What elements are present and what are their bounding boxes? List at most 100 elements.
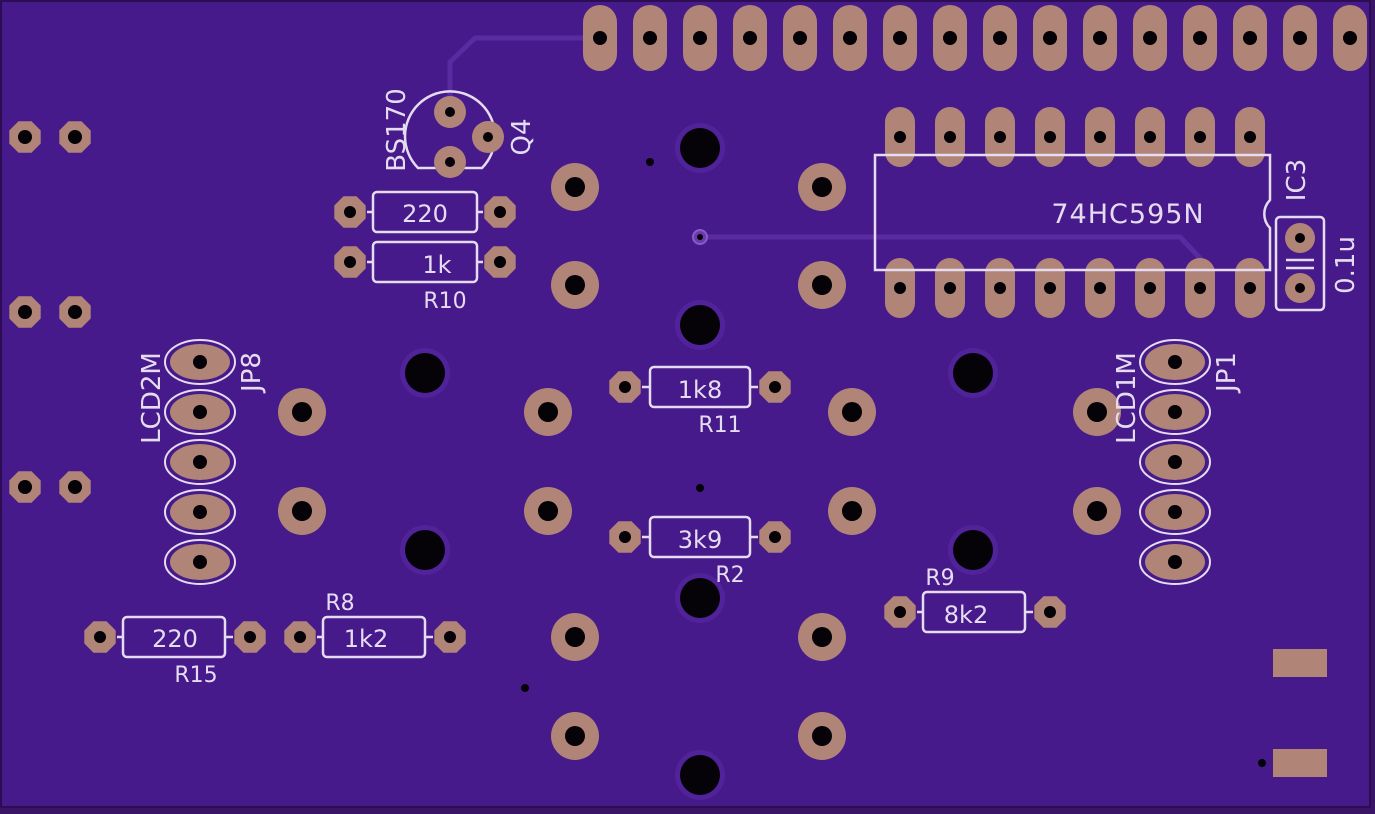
resistor-body xyxy=(648,515,752,559)
resistor-hole xyxy=(344,206,356,218)
ic3-name-label: IC3 xyxy=(1282,159,1312,201)
mount-hole xyxy=(953,353,993,393)
switch-pads xyxy=(278,163,1121,760)
header-hole xyxy=(943,31,957,45)
jp-hole xyxy=(1168,555,1182,569)
edge-hole xyxy=(18,305,32,319)
resistors xyxy=(84,190,1066,659)
ic3-hole xyxy=(994,131,1006,143)
jp-hole xyxy=(1168,405,1182,419)
mount-hole xyxy=(953,530,993,570)
switch-hole xyxy=(1087,501,1107,521)
jp-hole xyxy=(193,505,207,519)
resistor-body xyxy=(321,615,427,659)
resistor-hole xyxy=(619,381,631,393)
resistor-body xyxy=(921,590,1027,634)
ic3-hole xyxy=(894,282,906,294)
switch-hole xyxy=(538,402,558,422)
resistor-value-220-top: 220 xyxy=(402,200,448,228)
jp-outline xyxy=(1139,489,1211,535)
resistor-hole xyxy=(894,606,906,618)
header-hole xyxy=(643,31,657,45)
header-hole xyxy=(993,31,1007,45)
mount-hole xyxy=(680,305,720,345)
r15-label: R15 xyxy=(174,663,217,688)
jp8-label: JP8 xyxy=(237,352,267,394)
smd-pad-bottom xyxy=(1273,749,1327,777)
pin-header-top xyxy=(583,5,1367,71)
r2-label: R2 xyxy=(715,563,744,588)
q4-name-label: Q4 xyxy=(507,118,537,155)
jp-outline xyxy=(1139,339,1211,385)
capacitor-hole-1 xyxy=(1295,233,1305,243)
header-hole xyxy=(743,31,757,45)
switch-hole xyxy=(812,726,832,746)
jp-hole xyxy=(193,455,207,469)
switch-hole xyxy=(565,275,585,295)
switch-hole xyxy=(565,627,585,647)
q4-part-label: BS170 xyxy=(382,88,412,172)
mount-hole xyxy=(680,578,720,618)
switch-hole xyxy=(292,402,312,422)
resistor-hole xyxy=(344,256,356,268)
lcd1m-label: LCD1M xyxy=(1112,352,1142,444)
switch-hole xyxy=(812,627,832,647)
jp-outline xyxy=(164,339,236,385)
header-hole xyxy=(793,31,807,45)
ic3-hole xyxy=(1094,131,1106,143)
ic3-hole xyxy=(1194,131,1206,143)
ic3-hole xyxy=(1044,131,1056,143)
q4-pads xyxy=(434,96,504,178)
resistor-body xyxy=(121,615,227,659)
jp-hole xyxy=(193,555,207,569)
resistor-hole xyxy=(94,631,106,643)
ic3-hole xyxy=(944,131,956,143)
resistor-value-220-bottom: 220 xyxy=(152,625,198,653)
resistor-value-8k2: 8k2 xyxy=(944,601,988,629)
edge-hole xyxy=(68,480,82,494)
resistor-body xyxy=(371,190,479,234)
r11-label: R11 xyxy=(698,413,741,438)
mount-hole xyxy=(680,128,720,168)
edge-hole xyxy=(68,130,82,144)
jp-outline xyxy=(1139,439,1211,485)
header-hole xyxy=(693,31,707,45)
capacitor-value-label: 0.1u xyxy=(1331,236,1361,294)
r8-label: R8 xyxy=(325,591,354,616)
edge-pads-left xyxy=(9,121,91,503)
ic3-hole xyxy=(1244,282,1256,294)
resistor-hole xyxy=(494,256,506,268)
switch-hole xyxy=(1087,402,1107,422)
r9-label: R9 xyxy=(925,566,954,591)
mount-hole xyxy=(405,530,445,570)
jp-outline xyxy=(164,389,236,435)
header-hole xyxy=(1093,31,1107,45)
resistor-value-1k2: 1k2 xyxy=(344,625,388,653)
jp-hole xyxy=(1168,355,1182,369)
edge-hole xyxy=(18,130,32,144)
lcd2m-label: LCD2M xyxy=(137,352,167,444)
jp-outline xyxy=(164,539,236,585)
jp8-header xyxy=(164,339,236,585)
ic3-hole xyxy=(1144,131,1156,143)
edge-hole xyxy=(18,480,32,494)
ic3-hole xyxy=(1144,282,1156,294)
ic3-hole xyxy=(1244,131,1256,143)
capacitor-hole-2 xyxy=(1295,283,1305,293)
header-hole xyxy=(1243,31,1257,45)
header-hole xyxy=(1043,31,1057,45)
header-hole xyxy=(1193,31,1207,45)
resistor-hole xyxy=(769,381,781,393)
switch-hole xyxy=(812,275,832,295)
jp-outline xyxy=(164,489,236,535)
ic3-hole xyxy=(894,131,906,143)
vias xyxy=(521,158,1266,767)
resistor-hole xyxy=(619,531,631,543)
resistor-hole xyxy=(244,631,256,643)
resistor-value-1k: 1k xyxy=(422,251,451,279)
resistor-body xyxy=(648,365,752,409)
jp1-label: JP1 xyxy=(1212,352,1242,394)
ic3-hole xyxy=(994,282,1006,294)
header-hole xyxy=(843,31,857,45)
ic3-outline xyxy=(873,153,1272,272)
